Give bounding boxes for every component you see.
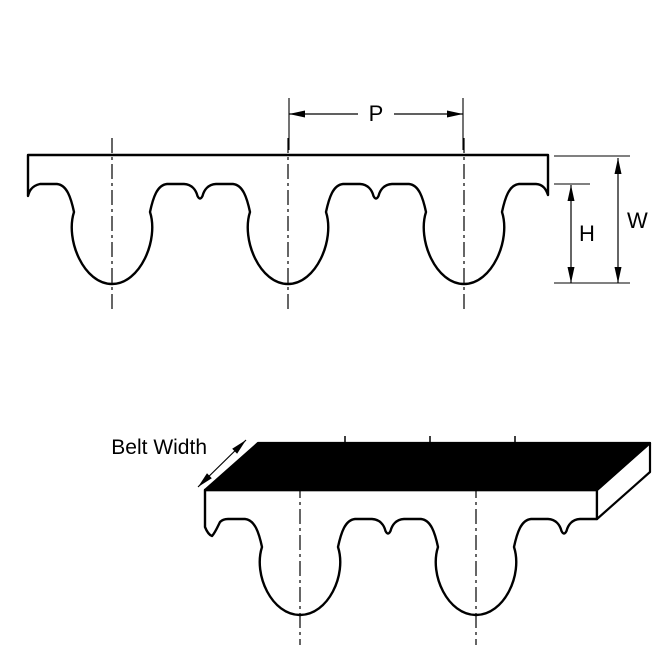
profile-view: P W H [26,98,648,312]
dimension-height: H [554,183,595,283]
dimension-width: W [554,155,648,284]
arrowhead-down [614,267,622,283]
height-label: H [579,221,595,246]
isometric-view: Belt Width [111,436,652,645]
arrowhead-up [567,185,575,201]
arrowhead-up [614,158,622,174]
arrowhead-left [289,110,305,118]
pitch-label: P [369,101,384,126]
dimension-pitch: P [288,98,464,150]
belt-top-face [203,441,652,492]
belt-width-annotation: Belt Width [111,436,247,488]
belt-front-profile [203,488,599,617]
arrowhead-up-right [232,440,246,454]
arrowhead-right [447,110,463,118]
arrowhead-down-left [198,473,212,487]
width-label: W [627,208,648,233]
arrowhead-down [567,267,575,283]
belt-width-label: Belt Width [111,436,207,459]
